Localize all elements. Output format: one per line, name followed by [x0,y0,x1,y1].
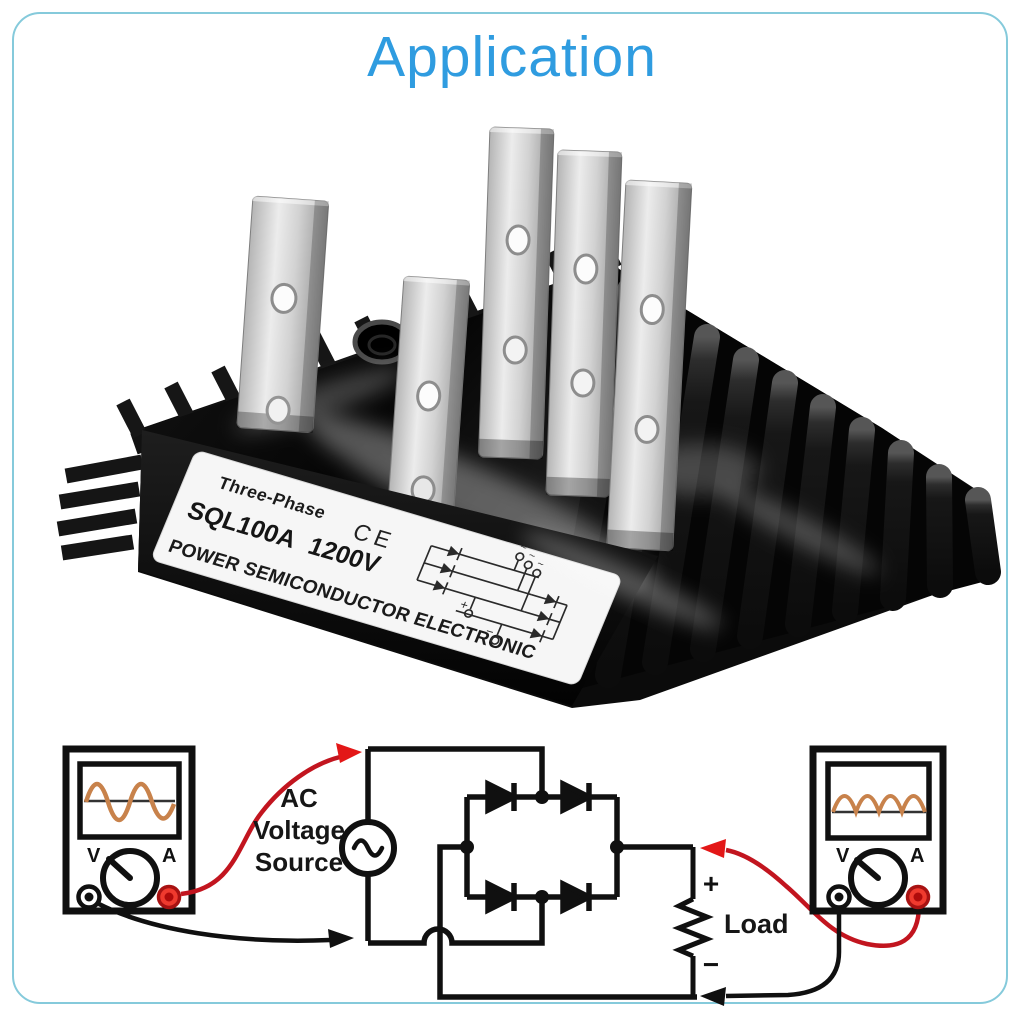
terminal-tab-3 [478,126,555,460]
red-probe-wire-left [180,754,341,897]
ac-symbol: ~ [526,550,537,563]
ac-symbol: ~ [535,558,546,571]
application-circuit-diagram: V A AC Voltage Source [62,743,947,1006]
product-photo: Three-Phase CE SQL100A 1200V POWER SEMIC… [56,126,1001,708]
load-label: Load [724,909,789,939]
volt-label: V [87,845,101,867]
junction-dots [460,790,624,904]
diode-bottom-left [488,883,514,911]
red-probe-wire-right [725,847,922,949]
meter-display [825,761,932,841]
black-arrow-left [328,929,354,948]
tab-hole [573,253,599,285]
heatsink-module: Three-Phase CE SQL100A 1200V POWER SEMIC… [56,126,1001,708]
tab-hole [570,368,596,398]
red-arrow-left [336,743,362,763]
svg-text:Source: Source [255,847,343,877]
ac-sine-symbol [351,838,385,858]
terminal-tab-1 [236,195,329,433]
dial-pointer [854,857,881,881]
circuit-wires [368,746,697,1000]
terminal-tab-5 [606,179,693,552]
load-plus: + [703,868,719,899]
amp-label: A [162,845,176,867]
tab-hole [502,335,528,365]
black-probe-wire-right [725,905,842,999]
diode-bottom-right [563,883,589,911]
load-minus: − [703,949,719,980]
right-multimeter: V A [809,745,947,915]
volt-label: V [836,845,850,867]
ac-source-label: AC Voltage Source [253,783,345,877]
bridge-rectifier [460,783,624,911]
terminal-tab-4 [545,149,623,498]
ac-symbol: ~ [518,541,529,554]
load-resistor [672,896,714,959]
left-multimeter: V A [62,745,196,915]
diode-top-right [563,783,589,811]
svg-text:AC: AC [280,783,318,813]
ac-voltage-source [339,749,397,941]
tab-hole [416,380,442,412]
diode-top-left [488,783,514,811]
tab-hole [270,282,298,314]
tab-hole [505,224,531,256]
sine-wave-trace [83,781,177,823]
tab-hole [634,414,660,444]
svg-text:Voltage: Voltage [253,815,345,845]
meter-display [77,761,182,840]
rectified-wave-trace [831,794,927,818]
page-title: Application [367,25,657,89]
tab-hole [639,294,665,326]
heatsink-left-fins [56,454,144,561]
dial-pointer [106,856,133,881]
black-arrow-right [700,987,726,1006]
tab-hole [265,395,291,425]
amp-label: A [910,845,924,867]
black-probe-wire-left [97,901,331,943]
product-label: Three-Phase CE SQL100A 1200V POWER SEMIC… [152,451,621,685]
load: + − Load [672,847,789,997]
glare-front-edge [522,531,722,629]
red-arrow-right [700,839,726,858]
